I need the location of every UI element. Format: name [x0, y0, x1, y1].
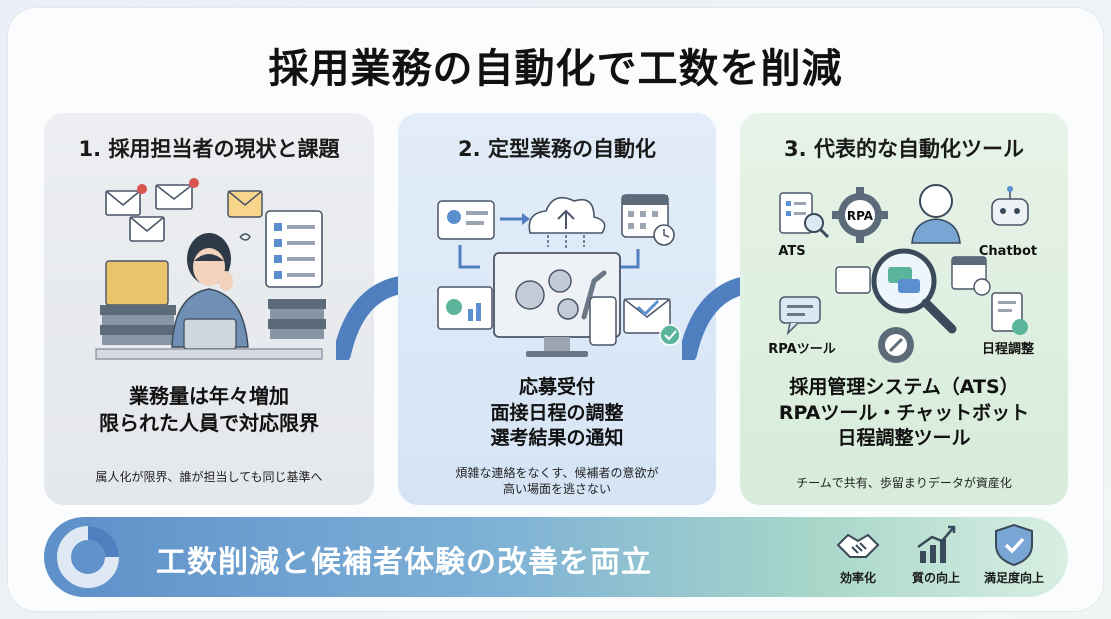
note-line: 属人化が限界、誰が担当しても同じ基準へ — [95, 470, 323, 484]
magnifier-chat-icon — [871, 248, 957, 334]
monitor-icon — [493, 252, 621, 357]
cloud-upload-icon — [528, 196, 606, 249]
tool-line: RPAツール・チャットボット — [778, 401, 1030, 424]
settings-gear-icon — [878, 327, 914, 363]
checklist-icon — [265, 210, 323, 288]
smartphone-icon — [589, 296, 617, 346]
tool-lines: 採用管理システム（ATS） RPAツール・チャットボット 日程調整ツール — [740, 375, 1068, 452]
panel-note: 煩雑な連絡をなくす、候補者の意欲が 高い場面を逃さない — [398, 465, 716, 497]
screen-icon — [835, 266, 871, 294]
chat-bubble-icon — [779, 296, 821, 336]
automation-line: 応募受付 — [518, 376, 595, 398]
user-icon — [911, 184, 961, 244]
chatbot-robot-icon — [991, 186, 1029, 226]
note-line: チームで共有、歩留まりデータが資産化 — [796, 476, 1012, 490]
schedule-label: 日程調整 — [982, 341, 1035, 357]
ats-label: ATS — [778, 244, 805, 259]
banner-icon-label: 質の向上 — [911, 571, 960, 585]
efficiency-item: 効率化 — [822, 523, 894, 586]
ring-icon — [57, 526, 119, 588]
satisfaction-item: 満足度向上 — [978, 523, 1050, 586]
issue-lines: 業務量は年々増加 限られた人員で対応限界 — [44, 383, 374, 437]
banner-icon-label: 満足度向上 — [983, 571, 1044, 585]
note-line: 高い場面を逃さない — [502, 482, 611, 497]
panel-automation: 2. 定型業務の自動化 — [398, 113, 716, 505]
envelope-icon — [105, 184, 193, 242]
issue-line: 業務量は年々増加 — [129, 384, 289, 408]
rpa-label: RPA — [847, 209, 874, 223]
shield-check-icon — [995, 523, 1033, 567]
document-check-icon — [991, 292, 1028, 335]
automation-line: 選考結果の通知 — [490, 427, 624, 450]
page-title: 採用業務の自動化で工数を削減 — [268, 46, 843, 92]
note-line: 煩雑な連絡をなくす、候補者の意欲が — [455, 466, 659, 480]
overworked-staff-illustration — [95, 178, 326, 360]
panel-tools: 3. 代表的な自動化ツール ATS RPA Chatbot — [740, 113, 1068, 505]
dashboard-icon — [437, 286, 493, 330]
handshake-icon — [836, 533, 880, 558]
panel-current-issues: 1. 採用担当者の現状と課題 — [44, 113, 374, 505]
quality-item: 質の向上 — [900, 523, 972, 586]
panel-heading: 3. 代表的な自動化ツール — [784, 137, 1024, 161]
summary-banner: 工数削減と候補者体験の改善を両立 効率化 質の向上 満足度向上 — [44, 517, 1068, 597]
rpa-gear-icon — [832, 187, 888, 243]
chatbot-label: Chatbot — [979, 244, 1037, 259]
banner-message: 工数削減と候補者体験の改善を両立 — [156, 545, 652, 580]
rpa-tool-label: RPAツール — [768, 342, 835, 357]
panel-note: チームで共有、歩留まりデータが資産化 — [740, 475, 1068, 491]
automation-line: 面接日程の調整 — [490, 401, 624, 424]
automation-workflow-illustration — [437, 194, 681, 357]
paper-stack-icon — [268, 299, 326, 339]
tools-illustration: ATS RPA Chatbot — [768, 184, 1037, 363]
tool-line: 日程調整ツール — [837, 427, 971, 450]
tool-line: 採用管理システム（ATS） — [789, 376, 1019, 398]
panel-heading: 1. 採用担当者の現状と課題 — [78, 137, 340, 161]
panel-note: 属人化が限界、誰が担当しても同じ基準へ — [44, 469, 374, 485]
automation-lines: 応募受付 面接日程の調整 選考結果の通知 — [398, 375, 716, 452]
panel-heading: 2. 定型業務の自動化 — [458, 137, 656, 161]
ats-icon — [779, 192, 830, 239]
banner-icon-label: 効率化 — [839, 571, 876, 585]
calendar-icon — [621, 194, 675, 246]
calendar-icon — [951, 256, 991, 296]
growth-chart-icon — [917, 525, 956, 563]
mail-check-icon — [623, 298, 681, 346]
applicant-card-icon — [437, 200, 495, 240]
folder-stack-icon — [100, 260, 176, 345]
issue-line: 限られた人員で対応限界 — [99, 411, 319, 435]
